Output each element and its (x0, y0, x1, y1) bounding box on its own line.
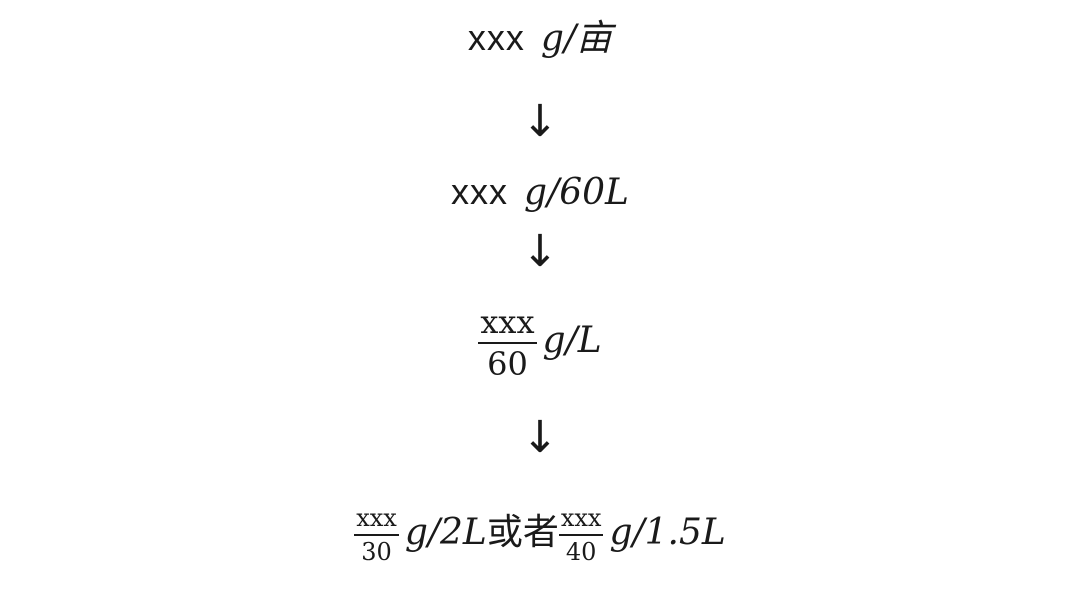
fraction: xxx 60 (478, 306, 537, 383)
step-1-unit: g/亩 (540, 18, 613, 59)
step-1-per-mu: xxx g/亩 (0, 20, 1080, 57)
fraction-numerator: xxx (558, 506, 604, 536)
fraction-numerator: xxx (354, 506, 399, 536)
fraction-denominator: 60 (487, 345, 528, 383)
fraction-denominator: 40 (565, 538, 597, 566)
step-4-alternatives: xxx 30 g/2L或者 xxx 40 g/1.5L (0, 506, 1080, 564)
fraction-numerator: xxx (478, 306, 537, 344)
down-arrow-icon: ↓ (521, 412, 559, 463)
step-2-unit: g/60L (524, 172, 629, 213)
down-arrow-icon: ↓ (521, 226, 559, 277)
step-1-quantity: xxx (467, 17, 525, 58)
down-arrow-icon: ↓ (521, 96, 559, 147)
fraction-second: xxx 40 (558, 506, 604, 566)
step-2-per-60l: xxx g/60L (0, 174, 1080, 211)
fraction-denominator: 30 (361, 538, 392, 566)
step-3-per-liter: xxx 60 g/L (0, 306, 1080, 380)
step-3-unit: g/L (542, 320, 602, 361)
step-4-first-unit: g/2L (404, 512, 487, 553)
step-2-quantity: xxx (451, 171, 509, 212)
fraction-first: xxx 30 (354, 506, 399, 564)
step-4-second-unit: g/1.5L (609, 512, 726, 553)
connector-text: 或者 (486, 512, 559, 553)
